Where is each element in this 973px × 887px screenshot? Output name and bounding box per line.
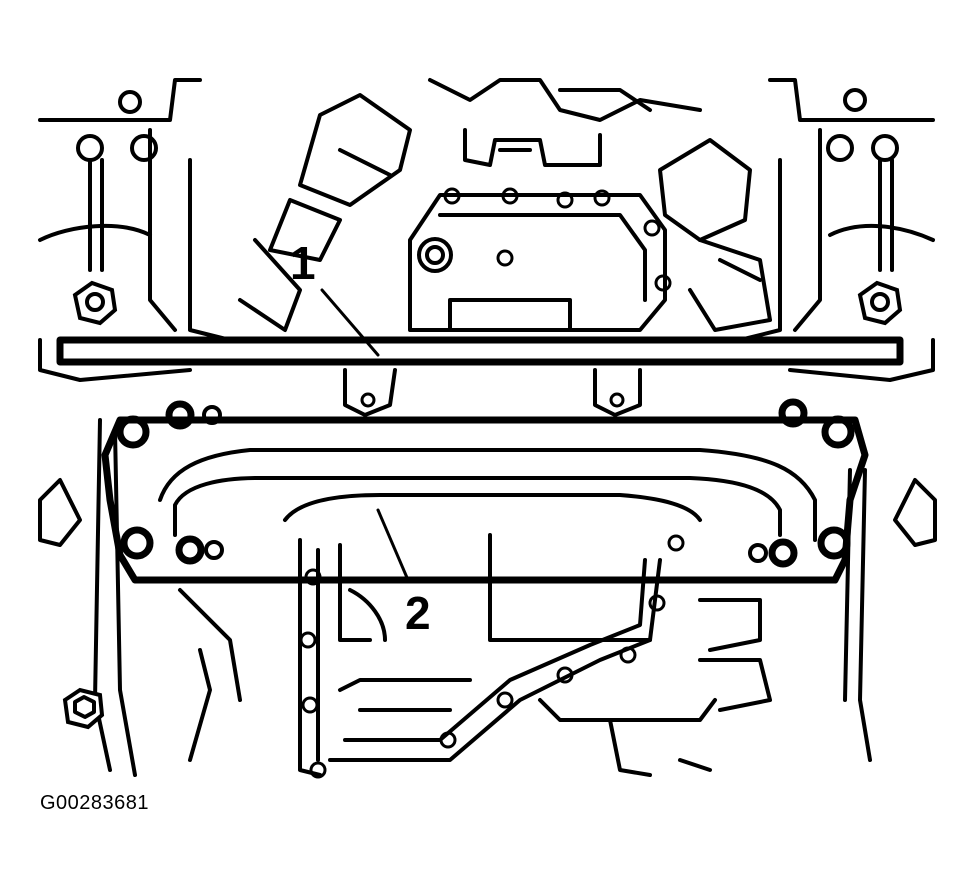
intake-manifold <box>238 78 772 332</box>
callout-1-leader <box>320 288 380 357</box>
side-brackets <box>38 418 937 777</box>
callout-2-label: 2 <box>405 587 431 639</box>
engine-mount-plate <box>408 187 672 332</box>
callout-2-leader <box>376 508 410 582</box>
support-studs <box>72 88 903 326</box>
oil-pan <box>298 533 685 779</box>
engine-support-bar <box>56 336 904 417</box>
callout-1-label: 1 <box>290 237 316 289</box>
front-crossmember <box>101 398 869 584</box>
engine-block-outline <box>38 78 935 382</box>
lower-hardware <box>62 588 772 777</box>
figure-id-label: G00283681 <box>40 792 150 814</box>
